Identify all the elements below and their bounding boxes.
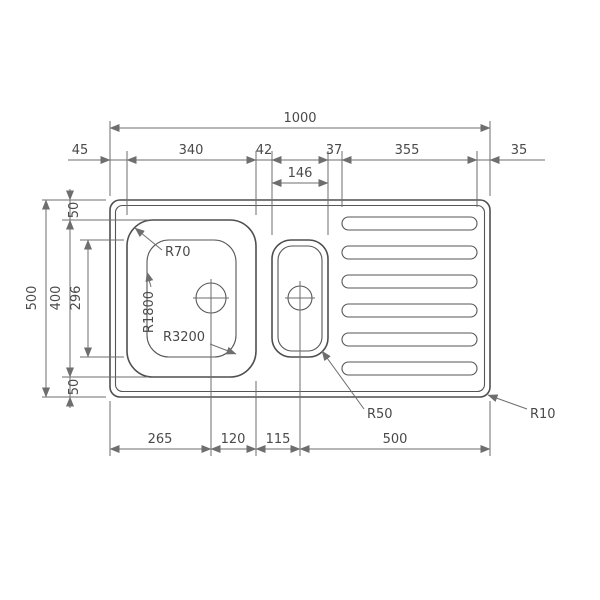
dim-label-overall-width: 1000	[283, 111, 316, 126]
drainboard-rib	[341, 303, 478, 318]
dim-label-45: 45	[72, 143, 89, 158]
dim-label-146: 146	[288, 166, 313, 181]
drainboard-rib	[341, 361, 478, 376]
main-bowl-outline	[126, 219, 257, 378]
main-bowl-bottom-line	[146, 239, 237, 358]
dimension-lines	[42, 124, 545, 453]
leader-r70	[134, 227, 163, 251]
leader-r3200	[209, 343, 237, 355]
radius-label-r70: R70	[165, 245, 191, 260]
leader-r10	[487, 394, 528, 410]
drainboard-rib	[341, 274, 478, 289]
dim-label-115: 115	[266, 432, 291, 447]
leader-r50	[321, 350, 365, 410]
dim-label-296: 296	[69, 286, 84, 311]
radius-label-r1800: R1800	[142, 291, 157, 333]
dim-label-50-bottom: 50	[67, 379, 82, 396]
drain-centerlines	[193, 279, 315, 456]
radius-label-r50: R50	[367, 407, 393, 422]
dim-label-42: 42	[256, 143, 273, 158]
dimension-labels: 1000 45 340 42 37 355 35 146 500 50 400 …	[25, 111, 556, 447]
radius-label-r10: R10	[530, 407, 556, 422]
drainboard-rib	[341, 245, 478, 260]
dim-label-265: 265	[148, 432, 173, 447]
drainboard-rib	[341, 216, 478, 231]
dim-label-400: 400	[49, 286, 64, 311]
drainboard-rib	[341, 332, 478, 347]
dim-label-120: 120	[221, 432, 246, 447]
sink-body	[109, 199, 491, 456]
dim-label-overall-height: 500	[25, 286, 40, 311]
radius-label-r3200: R3200	[163, 330, 205, 345]
dim-label-37: 37	[326, 143, 343, 158]
leader-r1800	[145, 271, 154, 288]
dim-label-355: 355	[395, 143, 420, 158]
drainboard-ribs	[341, 216, 478, 376]
dim-label-340: 340	[179, 143, 204, 158]
radius-leaders	[134, 227, 528, 410]
dim-label-50-top: 50	[67, 202, 82, 219]
dim-label-500-bottom: 500	[383, 432, 408, 447]
dim-label-35: 35	[511, 143, 528, 158]
